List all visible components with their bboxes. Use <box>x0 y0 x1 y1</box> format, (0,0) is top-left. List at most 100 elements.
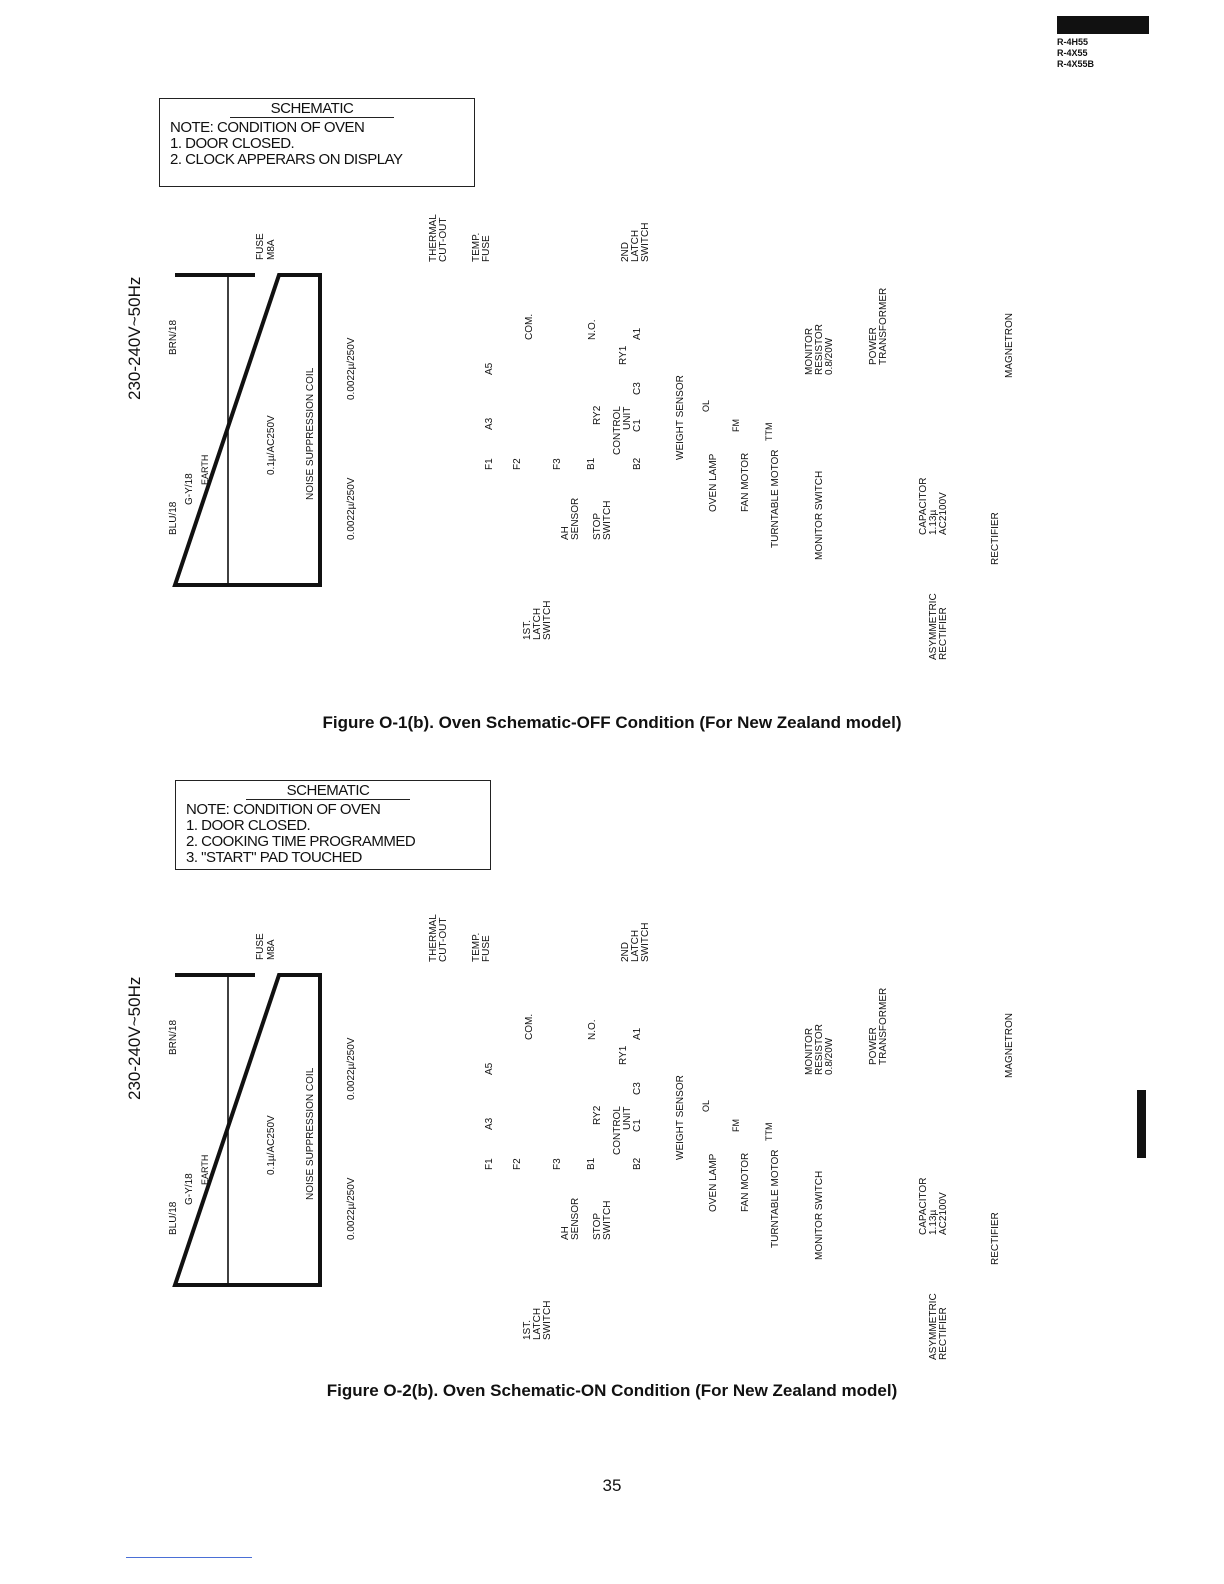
monitor-switch-label: MONITOR SWITCH <box>814 471 825 560</box>
blu-label: BLU/18 <box>168 1201 179 1235</box>
note-line: NOTE: CONDITION OF OVEN <box>170 119 365 136</box>
cutout-label: CUT-OUT <box>438 218 449 262</box>
a3-label: A3 <box>484 1117 495 1130</box>
schematic-wiring-group <box>172 973 322 1287</box>
switch-label: SWITCH <box>640 923 651 962</box>
turntable-motor-label: TURNTABLE MOTOR <box>770 449 781 548</box>
fm-label: FM <box>731 419 741 432</box>
resistor-label: RESISTOR <box>814 324 825 375</box>
b1-label: B1 <box>586 457 597 470</box>
c3-label: C3 <box>632 382 643 395</box>
cap-voltage-label: AC2100V <box>938 492 949 535</box>
latch-label: LATCH <box>630 930 641 962</box>
gy-label: G-Y/18 <box>184 473 195 505</box>
c3-label: C3 <box>632 1082 643 1095</box>
no-label: N.O. <box>587 319 598 340</box>
asym-rectifier-label: RECTIFIER <box>938 607 949 660</box>
schematic-diagram: 230-240V~50Hz BRN/18 BLU/18 G-Y/18 EARTH… <box>125 214 1015 660</box>
monitor-label: MONITOR <box>804 328 815 375</box>
first-label: 1ST. <box>522 1320 533 1340</box>
fuse-rating: M8A <box>266 939 277 960</box>
cap-small-label: 0.1µ/AC250V <box>266 415 277 475</box>
second-label: 2ND <box>620 242 631 262</box>
ol-label: OL <box>701 400 711 412</box>
note-line: 3. "START" PAD TOUCHED <box>186 849 362 866</box>
stop-switch-label: SWITCH <box>602 1201 613 1240</box>
asym-rectifier-label: RECTIFIER <box>938 1307 949 1360</box>
com-label: COM. <box>524 314 535 340</box>
schematic-note-box: SCHEMATIC NOTE: CONDITION OF OVEN 1. DOO… <box>175 780 491 870</box>
weight-sensor-label: WEIGHT SENSOR <box>675 375 686 460</box>
a3-label: A3 <box>484 417 495 430</box>
cap-lower-label: 0.0022µ/250V <box>346 477 357 540</box>
brn-label: BRN/18 <box>168 320 179 355</box>
second-label: 2ND <box>620 942 631 962</box>
cap-voltage-label: AC2100V <box>938 1192 949 1235</box>
com-label: COM. <box>524 1014 535 1040</box>
b2-label: B2 <box>632 1157 643 1170</box>
f3-label: F3 <box>552 1158 563 1170</box>
noise-coil-label: NOISE SUPPRESSION COIL <box>305 367 316 500</box>
fan-motor-label: FAN MOTOR <box>740 453 751 512</box>
ol-label: OL <box>701 1100 711 1112</box>
first-switch-label: SWITCH <box>542 1301 553 1340</box>
schematic-wiring-group <box>172 273 322 587</box>
cap-upper-label: 0.0022µ/250V <box>346 1037 357 1100</box>
unit-label: UNIT <box>622 1107 633 1130</box>
fm-label: FM <box>731 1119 741 1132</box>
ah-label: AH <box>560 1226 571 1240</box>
note-line: 1. DOOR CLOSED. <box>170 135 295 152</box>
temp-label: TEMP. <box>471 933 482 962</box>
capacitor-label: CAPACITOR <box>918 478 929 535</box>
cap-value-label: 1.13µ <box>928 1210 939 1235</box>
ry2-label: RY2 <box>592 405 603 425</box>
temp-label: TEMP. <box>471 233 482 262</box>
fan-motor-label: FAN MOTOR <box>740 1153 751 1212</box>
magnetron-label: MAGNETRON <box>1004 1013 1015 1078</box>
power-label: POWER <box>868 1027 879 1065</box>
a1-label: A1 <box>632 1027 643 1040</box>
supply-label: 230-240V~50Hz <box>125 977 144 1100</box>
turntable-motor-label: TURNTABLE MOTOR <box>770 1149 781 1248</box>
unit-label: UNIT <box>622 407 633 430</box>
rectifier-label: RECTIFIER <box>990 512 1001 565</box>
asymmetric-label: ASYMMETRIC <box>928 1293 939 1360</box>
supply-label: 230-240V~50Hz <box>125 277 144 400</box>
oven-lamp-label: OVEN LAMP <box>708 1153 719 1212</box>
schematic-diagram: 230-240V~50Hz BRN/18 BLU/18 G-Y/18 EARTH… <box>125 914 1015 1360</box>
note-line: NOTE: CONDITION OF OVEN <box>186 801 381 818</box>
f3-label: F3 <box>552 458 563 470</box>
note-line: 2. CLOCK APPERARS ON DISPLAY <box>170 151 403 168</box>
thermal-label: THERMAL <box>428 914 439 962</box>
cutout-label: CUT-OUT <box>438 918 449 962</box>
asymmetric-label: ASYMMETRIC <box>928 593 939 660</box>
section-side-mark <box>1137 1090 1146 1158</box>
monitor-label: MONITOR <box>804 1028 815 1075</box>
f1-label: F1 <box>484 458 495 470</box>
first-label: 1ST. <box>522 620 533 640</box>
fuse-rating: M8A <box>266 239 277 260</box>
weight-sensor-label: WEIGHT SENSOR <box>675 1075 686 1160</box>
earth-label: EARTH <box>200 1155 210 1185</box>
c1-label: C1 <box>632 419 643 432</box>
figure-caption: Figure O-2(b). Oven Schematic-ON Conditi… <box>326 1381 898 1400</box>
brn-label: BRN/18 <box>168 1020 179 1055</box>
model-number: R-4X55B <box>1057 59 1095 69</box>
page-number: 35 <box>602 1476 622 1495</box>
ry2-label: RY2 <box>592 1105 603 1125</box>
earth-label: EARTH <box>200 455 210 485</box>
tm-label: TTM <box>764 1123 774 1142</box>
model-number: R-4H55 <box>1057 37 1089 47</box>
a5-label: A5 <box>484 1062 495 1075</box>
latch-label: LATCH <box>630 230 641 262</box>
f2-label: F2 <box>512 458 523 470</box>
schematic-wiring <box>172 273 322 587</box>
ry1-label: RY1 <box>618 1045 629 1065</box>
stop-switch-label: SWITCH <box>602 501 613 540</box>
first-switch-label: SWITCH <box>542 601 553 640</box>
note-title: SCHEMATIC <box>230 101 394 118</box>
power-label: POWER <box>868 327 879 365</box>
figure-caption: Figure O-1(b). Oven Schematic-OFF Condit… <box>322 713 902 732</box>
no-label: N.O. <box>587 1019 598 1040</box>
f2-label: F2 <box>512 1158 523 1170</box>
